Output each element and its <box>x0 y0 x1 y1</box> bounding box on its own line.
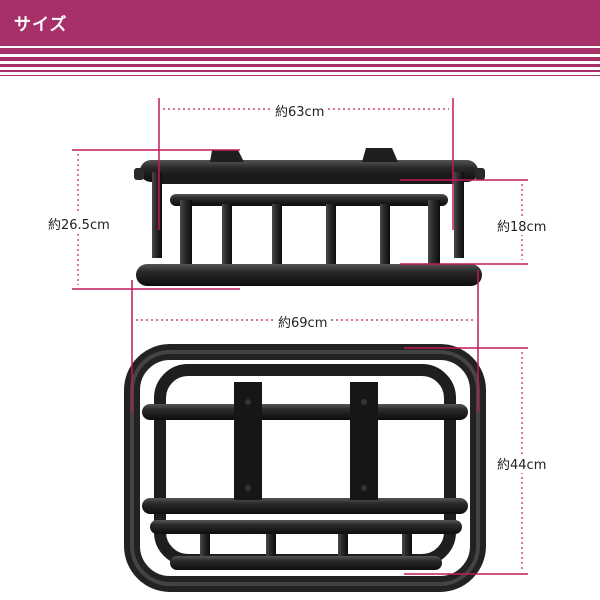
stripe <box>0 64 600 67</box>
section-title: サイズ <box>14 15 68 35</box>
basket-height-label: 約18cm <box>495 216 549 235</box>
basket-side-view <box>134 148 485 286</box>
total-width-label: 約69cm <box>276 312 330 331</box>
header-stripes <box>0 46 600 80</box>
stripe <box>0 75 600 76</box>
depth-label: 約44cm <box>495 454 549 473</box>
basket-top-view <box>124 344 486 592</box>
stripe <box>0 48 600 54</box>
section-header: サイズ <box>0 0 600 46</box>
total-height-label: 約26.5cm <box>46 214 112 233</box>
stripe <box>0 57 600 61</box>
stripe <box>0 70 600 72</box>
top-width-label: 約63cm <box>273 101 327 120</box>
